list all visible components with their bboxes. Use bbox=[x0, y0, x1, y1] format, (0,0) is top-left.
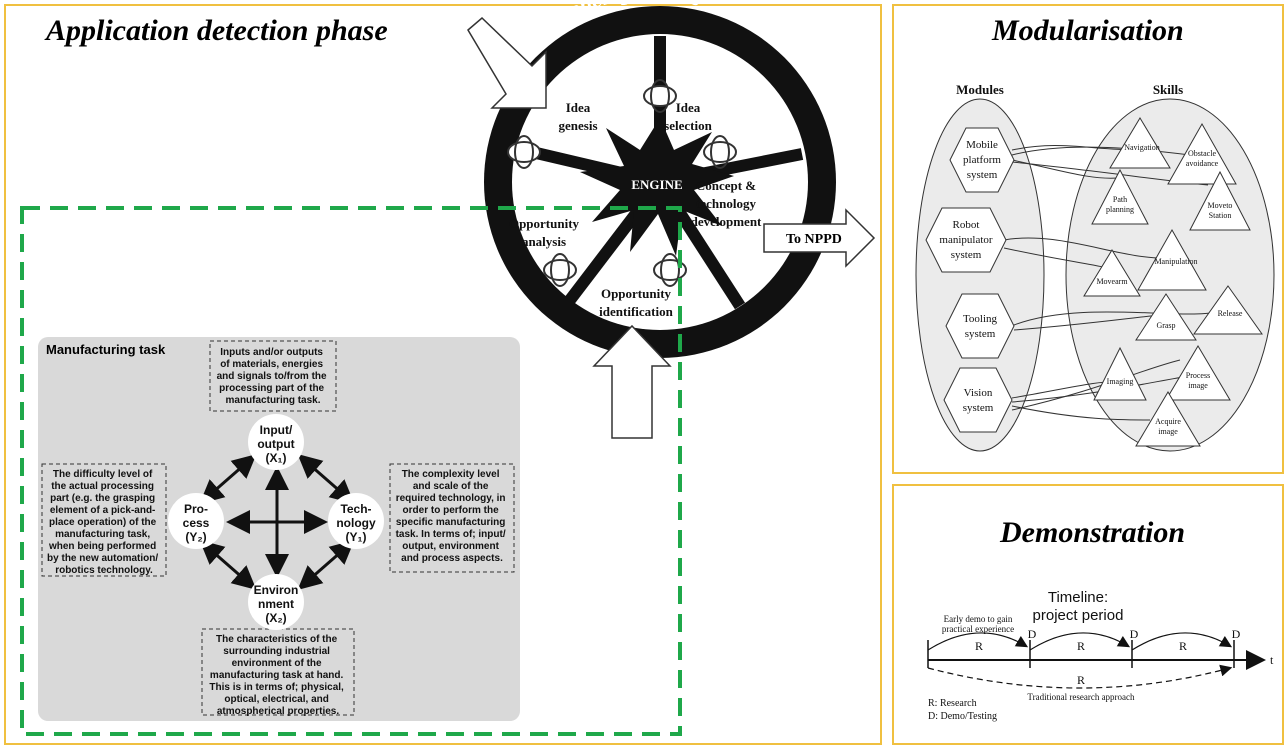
to-nppd-label: To NPPD bbox=[786, 232, 842, 247]
legend-demo: D: Demo/Testing bbox=[928, 711, 997, 722]
process-node-label: Pro-cess(Y₂) bbox=[183, 502, 210, 544]
engine-label: ENGINE bbox=[631, 177, 682, 192]
skills-header: Skills bbox=[1153, 82, 1183, 97]
io-technology-arrow bbox=[297, 454, 355, 504]
module-robot-manipulator bbox=[925, 207, 1007, 273]
traditional-caption: Traditional research approach bbox=[1027, 692, 1135, 702]
demo-marker-d: D bbox=[1232, 627, 1241, 641]
iteration-arc bbox=[1131, 632, 1233, 651]
demo-marker-d: D bbox=[1028, 627, 1037, 641]
skill-movearm-label: Movearm bbox=[1096, 277, 1128, 286]
iteration-arc bbox=[927, 632, 1029, 651]
skill-navigation-label: Navigation bbox=[1124, 143, 1160, 152]
skill-release bbox=[1193, 285, 1263, 335]
skill-grasp bbox=[1135, 293, 1197, 341]
technology-node bbox=[328, 493, 384, 549]
environment-description-text: The characteristics of the surrounding i… bbox=[209, 634, 346, 717]
segment-label-r: R bbox=[975, 639, 983, 653]
module-vision bbox=[943, 367, 1013, 433]
io-description-text: Inputs and/or outputs of materials, ener… bbox=[217, 347, 330, 406]
traditional-approach-arc bbox=[927, 664, 1233, 689]
module-mobile-platform bbox=[949, 127, 1015, 193]
process-description-box bbox=[41, 463, 167, 577]
skill-moveto-station bbox=[1189, 170, 1251, 231]
manufacturing-task-title: Manufacturing task bbox=[46, 342, 166, 357]
traditional-r-label: R bbox=[1077, 673, 1085, 687]
output-arrow bbox=[763, 208, 876, 268]
technology-description-box bbox=[389, 463, 515, 573]
cycle-icon bbox=[507, 135, 541, 169]
timeline-axis-label: t bbox=[1270, 653, 1274, 667]
segment-label-r: R bbox=[1077, 639, 1085, 653]
demo-marker-d: D bbox=[1130, 627, 1139, 641]
skill-acquire-image bbox=[1135, 391, 1201, 447]
process-environment-arrow bbox=[199, 540, 257, 590]
legend-research: R: Research bbox=[928, 698, 977, 709]
skill-manipulation bbox=[1137, 228, 1207, 291]
input-output-node-label: Input/output(X₁) bbox=[257, 423, 294, 465]
skill-obstacle-avoidance bbox=[1167, 122, 1237, 185]
skill-process-image bbox=[1165, 345, 1231, 401]
io-process-arrow bbox=[199, 454, 257, 504]
skill-manipulation-label: Manipulation bbox=[1154, 257, 1197, 266]
skill-movearm bbox=[1083, 249, 1141, 297]
timeline-title: Timeline:project period bbox=[1033, 589, 1124, 624]
application-detection-title: Application detection phase bbox=[46, 14, 388, 47]
modules-group bbox=[915, 98, 1045, 452]
skill-imaging-label: Imaging bbox=[1107, 377, 1134, 386]
input-arrow-bottom bbox=[592, 324, 672, 439]
highlight-dashed-box bbox=[20, 206, 682, 736]
module-tooling bbox=[945, 293, 1015, 359]
cycle-icon bbox=[703, 135, 737, 169]
modules-header: Modules bbox=[956, 82, 1004, 97]
io-description-box bbox=[209, 340, 337, 412]
skill-grasp-label: Grasp bbox=[1156, 321, 1175, 330]
segment-label-r: R bbox=[1179, 639, 1187, 653]
process-description-text: The difficulty level of the actual proce… bbox=[47, 469, 161, 576]
cycle-icon bbox=[643, 79, 677, 113]
input-arrow-top bbox=[467, 16, 547, 109]
iteration-arc bbox=[1029, 632, 1131, 651]
demonstration-frame bbox=[892, 484, 1284, 745]
skill-imaging bbox=[1093, 346, 1147, 401]
skill-release-label: Release bbox=[1218, 309, 1243, 318]
engine-star bbox=[580, 118, 734, 256]
technology-description-text: The complexity level and scale of the re… bbox=[396, 469, 509, 564]
application-detection-frame bbox=[4, 4, 882, 745]
modularisation-title: Modularisation bbox=[992, 14, 1184, 47]
modularisation-frame bbox=[892, 4, 1284, 474]
skill-navigation bbox=[1109, 117, 1171, 169]
skill-path-planning bbox=[1091, 168, 1149, 225]
cycle-icon bbox=[543, 253, 577, 287]
technology-environment-arrow bbox=[297, 540, 355, 590]
environment-node bbox=[248, 574, 304, 630]
process-node bbox=[168, 493, 224, 549]
technology-node-label: Tech-nology(Y₁) bbox=[336, 502, 376, 544]
input-output-node bbox=[248, 414, 304, 470]
demonstration-title: Demonstration bbox=[1000, 516, 1186, 549]
